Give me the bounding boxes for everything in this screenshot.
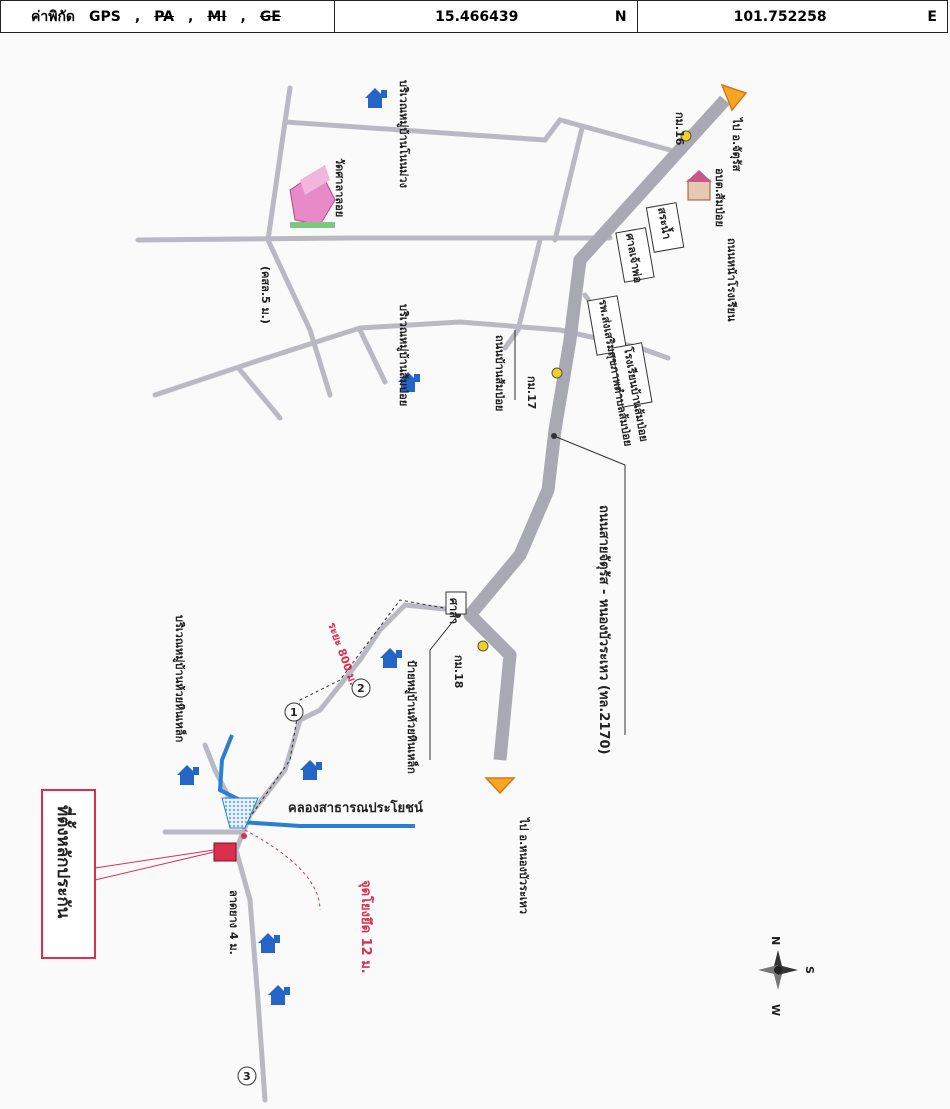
temple-illustration bbox=[289, 165, 336, 228]
label-to-nongbua: ไป อ.หนองบัวระเหว bbox=[517, 816, 531, 914]
village-road-network bbox=[135, 85, 673, 1103]
label-canal: คลองสาธารณประโยชน์ bbox=[288, 799, 423, 816]
latitude-cell: 15.466439 N bbox=[335, 1, 638, 32]
label-num1: 1 bbox=[290, 706, 298, 719]
highway-leader bbox=[553, 435, 626, 735]
mi-label: MI bbox=[207, 8, 227, 25]
pa-label: PA bbox=[154, 8, 175, 25]
road-spur-2 bbox=[357, 327, 388, 385]
label-sala: ศาลา bbox=[447, 598, 460, 624]
map-canvas: ไป อ.จัตุรัส กม.16 บริเวณหมู่บ้านโนนม่วง… bbox=[41, 80, 816, 1103]
house-icon bbox=[177, 765, 199, 785]
label-to-chaturat: ไป อ.จัตุรัส bbox=[729, 116, 744, 172]
label-village-nonmuang: บริเวณหมู่บ้านโนนม่วง bbox=[396, 80, 411, 188]
house-icons bbox=[177, 88, 420, 1005]
compass-label-s: S bbox=[803, 966, 816, 974]
gps-label: GPS bbox=[89, 8, 121, 25]
canal bbox=[217, 734, 415, 828]
label-num2: 2 bbox=[357, 682, 365, 695]
longitude-dir: E bbox=[927, 8, 937, 25]
longitude-value: 101.752258 bbox=[733, 8, 827, 25]
house-icon bbox=[380, 648, 402, 668]
road-kso bbox=[265, 237, 333, 398]
label-num3: 3 bbox=[243, 1070, 251, 1083]
label-village-sign: ป้ายหมู่บ้านห้วยหินเหล็ก bbox=[404, 660, 419, 774]
house-icon bbox=[398, 372, 420, 392]
km16-marker bbox=[680, 130, 692, 142]
label-kso: (คสล.5 ม.) bbox=[259, 266, 272, 324]
compass-rose bbox=[758, 950, 798, 990]
road-horizontal-north bbox=[135, 235, 613, 243]
compass-label-w: W bbox=[769, 1004, 782, 1016]
house-icon bbox=[258, 933, 280, 953]
ref-dashed-curve bbox=[244, 829, 321, 911]
label-village-huai: บริเวณหมู่บ้านห้วยหินเหล็ก bbox=[172, 615, 187, 743]
label-ref-point: จุดโยงยึด 12 ม. bbox=[358, 880, 375, 974]
label-km16: กม.16 bbox=[673, 112, 686, 146]
sign-leader bbox=[429, 614, 459, 760]
obt-building bbox=[686, 170, 712, 201]
label-km17: กม.17 bbox=[525, 376, 538, 409]
route-numbers bbox=[237, 678, 371, 1086]
road-spur-west-1 bbox=[202, 742, 233, 803]
label-wat: วัดศาลาลอย bbox=[333, 158, 346, 217]
pond-area bbox=[221, 797, 259, 829]
label-highway: ถนนสายจัตุรัส - หนองบัวระเหว (ทล.2170) bbox=[596, 505, 611, 754]
coord-label: ค่าพิกัด bbox=[31, 8, 76, 25]
label-village-sompoi: บริเวณหมู่บ้านส้มป่อย bbox=[396, 304, 410, 406]
map-labels: ไป อ.จัตุรัส กม.16 บริเวณหมู่บ้านโนนม่วง… bbox=[53, 80, 816, 1083]
road-vertical-west bbox=[265, 119, 288, 243]
km17-marker bbox=[551, 367, 563, 379]
canal-point bbox=[241, 833, 247, 839]
latitude-value: 15.466439 bbox=[435, 8, 519, 25]
coordinate-label-cell: ค่าพิกัด GPS , PA , MI , GE bbox=[1, 1, 336, 32]
house-icon bbox=[268, 985, 290, 1005]
building-boxes bbox=[445, 202, 685, 615]
station-marker bbox=[213, 842, 237, 862]
station-callout-box bbox=[41, 789, 96, 959]
coordinate-header: ค่าพิกัด GPS , PA , MI , GE 15.466439 N … bbox=[0, 0, 948, 33]
road-vertical-mid bbox=[552, 125, 585, 243]
house-icon bbox=[300, 760, 322, 780]
label-station: ที่ตั้งหลักประกัน bbox=[53, 805, 77, 919]
dashed-route bbox=[247, 599, 456, 821]
km18-marker bbox=[477, 640, 489, 652]
road-nonmuang bbox=[282, 85, 673, 153]
arrow-to-chaturat bbox=[720, 83, 748, 112]
road-east-vertical bbox=[502, 237, 543, 351]
label-road-school: ถนนหน้าโรงเรียน bbox=[725, 238, 739, 322]
label-laterite: ลาดยาง 4 ม. bbox=[227, 890, 240, 955]
label-km18: กม.18 bbox=[452, 655, 465, 688]
station-callout-lines bbox=[94, 849, 215, 881]
longitude-cell: 101.752258 E bbox=[638, 1, 947, 32]
label-road-sompoi: ถนนบ้านส้มป่อย bbox=[493, 335, 506, 411]
arrow-to-nongbua bbox=[484, 777, 516, 795]
highway-2170 bbox=[463, 95, 730, 761]
compass-label-n: N bbox=[769, 936, 782, 945]
latitude-dir: N bbox=[614, 8, 627, 25]
ge-label: GE bbox=[259, 8, 281, 25]
house-icon bbox=[365, 88, 387, 108]
label-obt: อบต.ส้มป่อย bbox=[713, 168, 726, 227]
road-spur-1 bbox=[237, 367, 283, 421]
